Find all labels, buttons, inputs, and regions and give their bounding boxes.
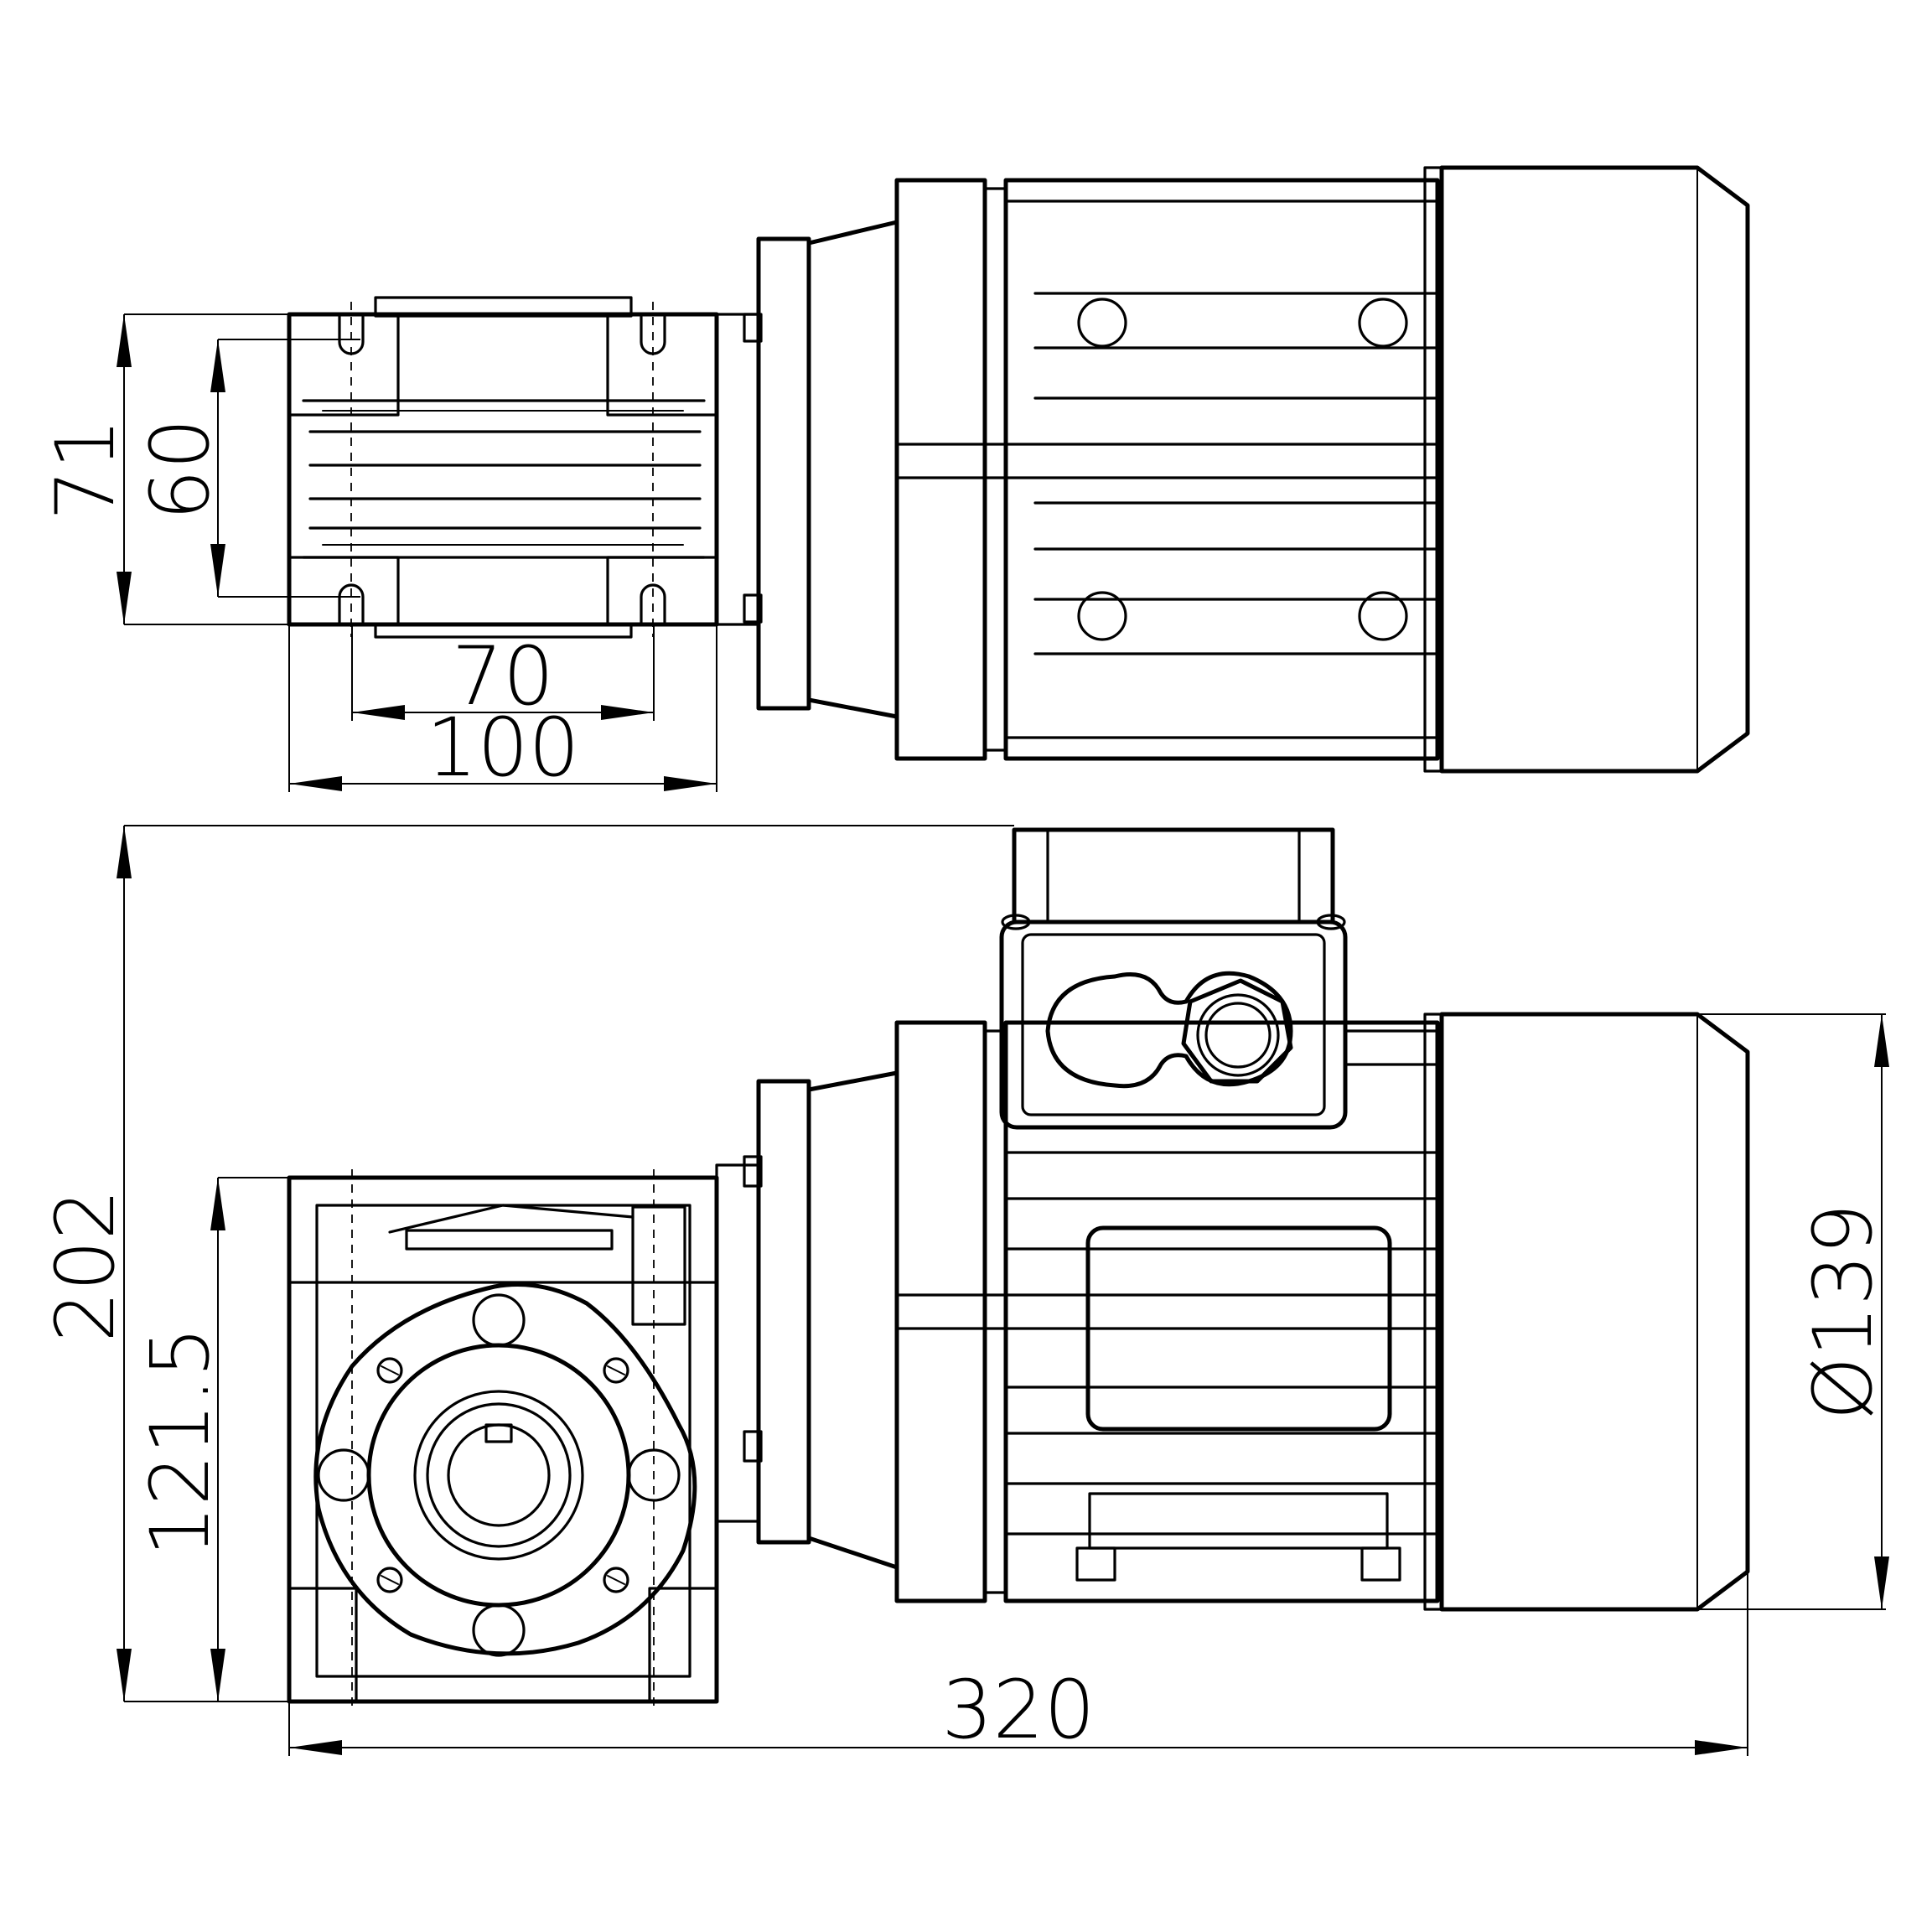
top-dimensions (117, 313, 717, 792)
side-dimensions (117, 825, 1889, 1756)
dim-side-shaft-height: 121.5 (133, 1327, 227, 1557)
top-flange (715, 220, 899, 719)
dim-top-height-inner: 60 (133, 418, 227, 521)
dim-side-overall-length: 320 (941, 1663, 1095, 1757)
top-motor (894, 165, 1750, 774)
side-flange (715, 1070, 899, 1570)
dim-top-height-outer: 71 (39, 418, 132, 521)
dim-side-overall-height: 202 (39, 1189, 132, 1342)
dim-top-width-outer: 100 (426, 701, 579, 795)
top-view (117, 165, 1750, 792)
dim-top-width-inner: 70 (452, 629, 554, 723)
side-view (117, 825, 1889, 1756)
side-motor (894, 827, 1750, 1612)
side-gearbox (287, 1169, 719, 1710)
dim-side-motor-diameter: Ø139 (1796, 1204, 1890, 1421)
top-gearbox (287, 296, 719, 639)
